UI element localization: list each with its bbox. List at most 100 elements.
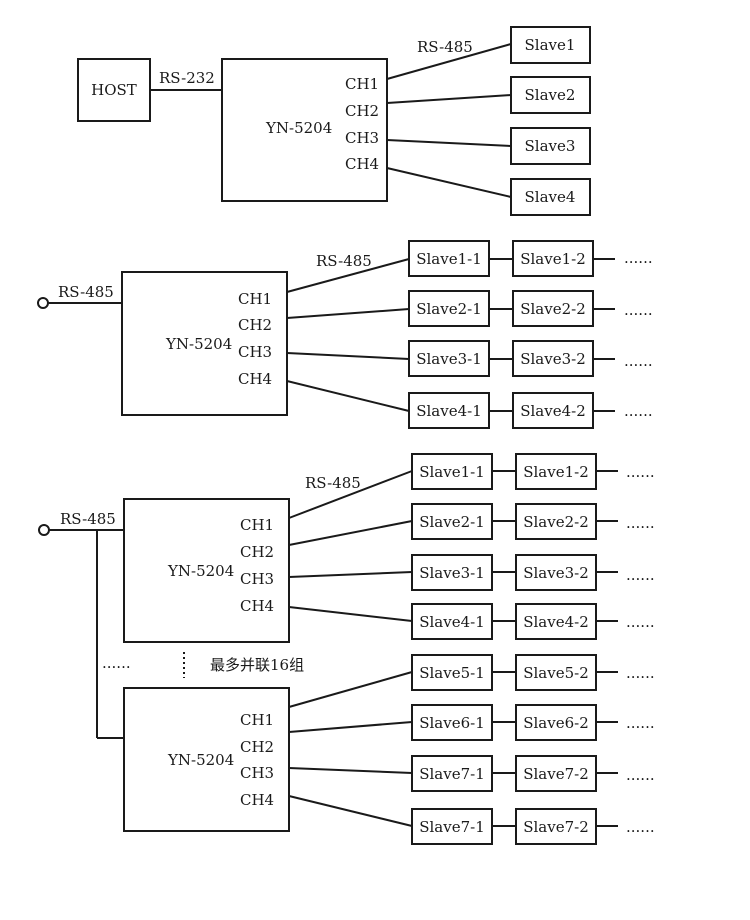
channel-label-ch3: CH3 bbox=[240, 570, 274, 588]
slave-box bbox=[515, 453, 597, 490]
diagram-rs485-parallel: RS-485 ...... 最多并联16组 YN-5204 CH1 CH2 CH… bbox=[38, 453, 655, 845]
slave-label: Slave2-2 bbox=[520, 300, 586, 318]
slave-box bbox=[515, 808, 597, 845]
slave-box bbox=[510, 178, 591, 216]
slave-label: Slave4-2 bbox=[520, 402, 586, 420]
slave-box bbox=[411, 704, 493, 741]
ch3-link bbox=[288, 767, 413, 774]
slave-label: Slave2 bbox=[525, 86, 576, 104]
ellipsis: ...... bbox=[624, 352, 653, 370]
slave-label: Slave6-1 bbox=[419, 714, 485, 732]
ch1-link bbox=[288, 671, 413, 708]
rs485-input-label: RS-485 bbox=[58, 283, 114, 301]
slave-box bbox=[512, 392, 594, 429]
ch3-link bbox=[288, 571, 413, 578]
ch4-link bbox=[286, 380, 410, 412]
slave-label: Slave1-2 bbox=[520, 250, 586, 268]
diagram-rs485-single: RS-485 YN-5204 CH1 CH2 CH3 CH4 RS-485 Sl… bbox=[37, 240, 653, 429]
slave-label: Slave3 bbox=[525, 137, 576, 155]
channel-label-ch1: CH1 bbox=[240, 711, 274, 729]
slave-label: Slave1-1 bbox=[416, 250, 482, 268]
ellipsis: ...... bbox=[626, 613, 655, 631]
slave-box bbox=[510, 127, 591, 165]
slave-box bbox=[408, 290, 490, 327]
slave-box bbox=[512, 340, 594, 377]
slave-box bbox=[515, 503, 597, 540]
host-box bbox=[77, 58, 151, 122]
channel-label-ch3: CH3 bbox=[238, 343, 272, 361]
channel-label-ch2: CH2 bbox=[238, 316, 272, 334]
slave-box bbox=[515, 654, 597, 691]
slave-label: Slave4-1 bbox=[416, 402, 482, 420]
ellipsis: ...... bbox=[626, 514, 655, 532]
slave-box bbox=[515, 755, 597, 792]
slave-label: Slave5-2 bbox=[523, 664, 589, 682]
slave-box bbox=[510, 26, 591, 64]
ch2-link bbox=[288, 721, 413, 733]
ch1-link bbox=[288, 470, 413, 519]
device-label: YN-5204 bbox=[167, 562, 234, 580]
slave-box bbox=[515, 704, 597, 741]
ch3-link bbox=[386, 139, 512, 147]
channel-label-ch4: CH4 bbox=[240, 791, 274, 809]
left-ellipsis: ...... bbox=[102, 654, 131, 672]
ch1-link bbox=[286, 258, 410, 293]
ellipsis: ...... bbox=[626, 714, 655, 732]
channel-label-ch1: CH1 bbox=[238, 290, 272, 308]
yn5204-device-box bbox=[121, 271, 288, 416]
slave-label: Slave6-2 bbox=[523, 714, 589, 732]
slave-box bbox=[510, 76, 591, 114]
slave-label: Slave1-1 bbox=[419, 463, 485, 481]
rs485-label: RS-485 bbox=[417, 38, 473, 56]
channel-label-ch3: CH3 bbox=[345, 129, 379, 147]
yn5204-device-box bbox=[221, 58, 388, 202]
rs485-input-terminal bbox=[37, 297, 49, 309]
ellipsis: ...... bbox=[624, 301, 653, 319]
ellipsis: ...... bbox=[626, 463, 655, 481]
slave-label: Slave7-2 bbox=[523, 765, 589, 783]
slave-label: Slave4-1 bbox=[419, 613, 485, 631]
channel-label-ch1: CH1 bbox=[345, 75, 379, 93]
slave-label: Slave2-1 bbox=[416, 300, 482, 318]
ellipsis: ...... bbox=[626, 664, 655, 682]
channel-label-ch1: CH1 bbox=[240, 516, 274, 534]
ellipsis: ...... bbox=[624, 402, 653, 420]
ch1-link bbox=[386, 43, 512, 80]
ellipsis: ...... bbox=[626, 766, 655, 784]
slave-box bbox=[411, 503, 493, 540]
yn5204-device-box bbox=[123, 498, 290, 643]
rs485-input-label: RS-485 bbox=[60, 510, 116, 528]
slave-label: Slave7-2 bbox=[523, 818, 589, 836]
slave-box bbox=[408, 392, 490, 429]
ch2-link bbox=[386, 94, 512, 104]
ellipsis: ...... bbox=[626, 818, 655, 836]
channel-label-ch4: CH4 bbox=[238, 370, 272, 388]
diagram-host-topology: HOST RS-232 YN-5204 CH1 CH2 CH3 CH4 RS-4… bbox=[77, 26, 591, 216]
slave-label: Slave5-1 bbox=[419, 664, 485, 682]
slave-label: Slave4-2 bbox=[523, 613, 589, 631]
slave-label: Slave7-1 bbox=[419, 765, 485, 783]
slave-box bbox=[515, 603, 597, 640]
yn5204-device-box bbox=[123, 687, 290, 832]
ellipsis: ...... bbox=[624, 249, 653, 267]
ch3-link bbox=[286, 352, 410, 360]
slave-label: Slave7-1 bbox=[419, 818, 485, 836]
channel-label-ch2: CH2 bbox=[240, 738, 274, 756]
slave-label: Slave2-2 bbox=[523, 513, 589, 531]
host-label: HOST bbox=[91, 81, 137, 99]
slave-box bbox=[411, 554, 493, 591]
device-label: YN-5204 bbox=[265, 119, 332, 137]
slave-box bbox=[411, 453, 493, 490]
device-label: YN-5204 bbox=[165, 335, 232, 353]
slave-label: Slave1-2 bbox=[523, 463, 589, 481]
slave-label: Slave2-1 bbox=[419, 513, 485, 531]
slave-label: Slave3-1 bbox=[416, 350, 482, 368]
ch2-link bbox=[286, 308, 410, 319]
slave-label: Slave4 bbox=[525, 188, 576, 206]
slave-box bbox=[411, 654, 493, 691]
slave-box bbox=[512, 290, 594, 327]
slave-label: Slave1 bbox=[525, 36, 576, 54]
ch4-link bbox=[386, 167, 512, 198]
rs485-label: RS-485 bbox=[316, 252, 372, 270]
slave-label: Slave3-2 bbox=[520, 350, 586, 368]
